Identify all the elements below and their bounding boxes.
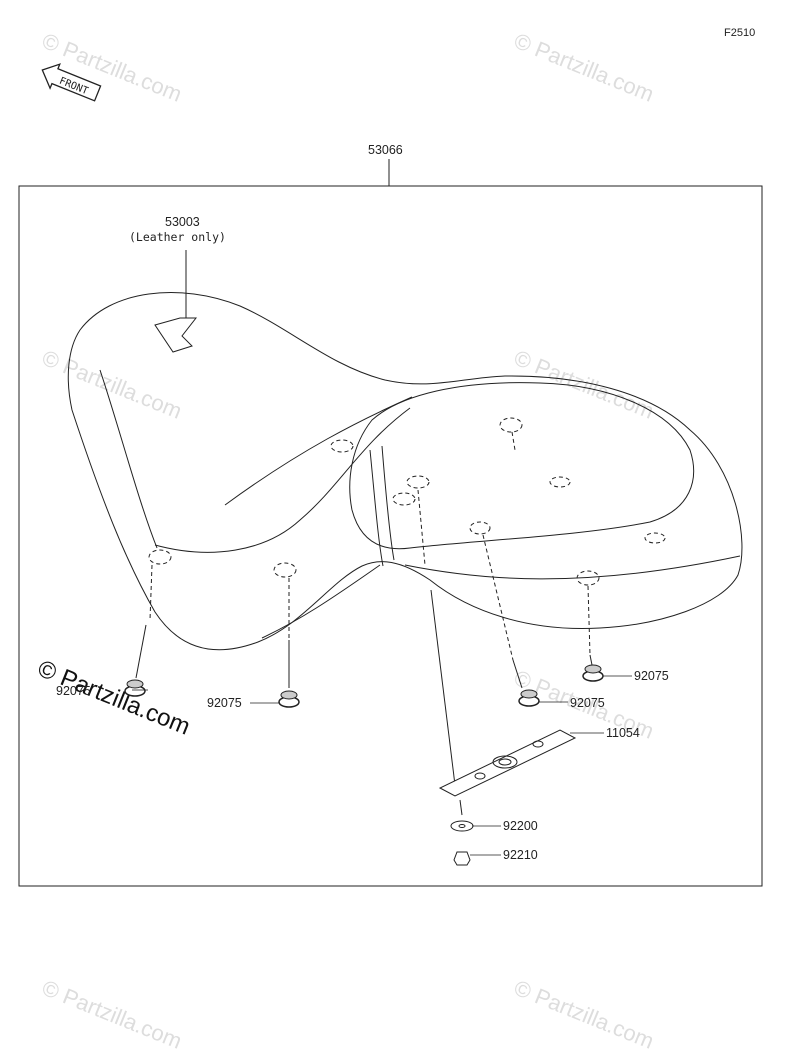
callout-92075: 92075 (634, 669, 669, 683)
callout-11054: 11054 (606, 726, 640, 740)
exploded-parts-diagram: FRONT (18, 63, 763, 887)
callout-53003-note: (Leather only) (129, 230, 226, 244)
seat-body (67, 292, 743, 651)
front-arrow-icon: FRONT (41, 63, 102, 102)
assembly-part-number: 53066 (368, 143, 403, 157)
grommet-icon (124, 679, 146, 697)
grommet-icon (278, 690, 300, 708)
assembly-frame (18, 185, 763, 887)
callout-92075: 92075 (207, 696, 242, 710)
callout-92075: 92075 (56, 684, 91, 698)
figure-code: F2510 (724, 27, 756, 39)
callout-92210: 92210 (503, 848, 538, 862)
bracket-plate-icon (438, 729, 577, 797)
nut-icon (453, 851, 471, 866)
callout-92075: 92075 (570, 696, 605, 710)
callout-92200: 92200 (503, 819, 538, 833)
grommet-icon (518, 689, 540, 707)
washer-icon (450, 820, 474, 832)
grommet-icon (582, 664, 604, 682)
callout-53003: 53003 (165, 215, 200, 229)
